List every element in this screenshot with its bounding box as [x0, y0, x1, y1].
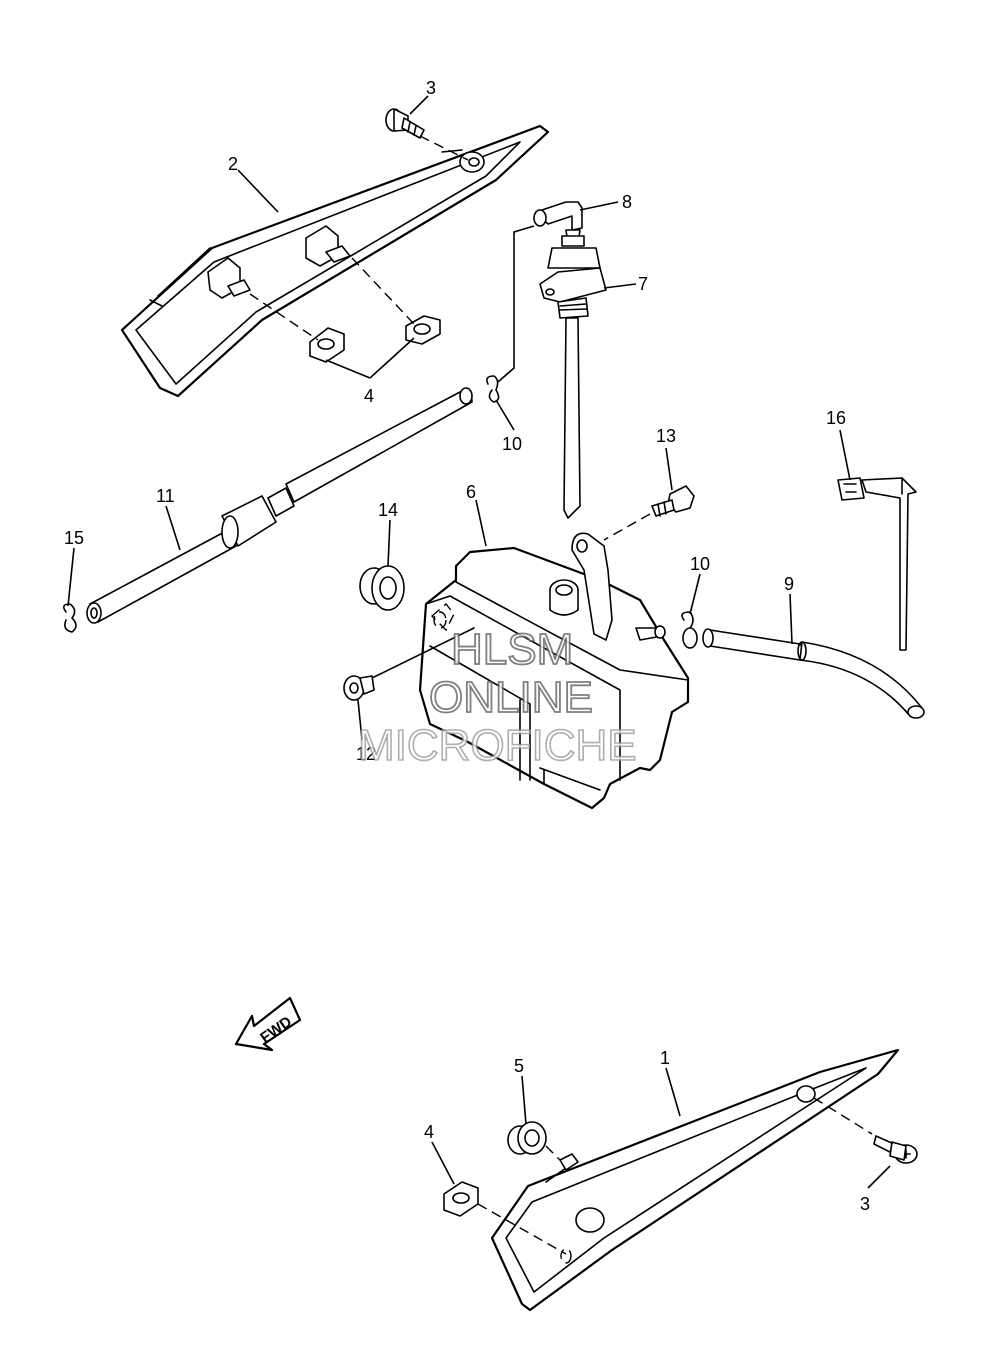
- callout-10-top: 10: [502, 434, 522, 454]
- callout-4-top: 4: [364, 386, 374, 406]
- callout-5: 5: [514, 1056, 524, 1076]
- callout-3-bottom: 3: [860, 1194, 870, 1214]
- guide-line-4a: [249, 293, 319, 341]
- callout-10-mid: 10: [690, 554, 710, 574]
- part-11-hose: [86, 387, 473, 624]
- part-16-holder: [837, 477, 917, 651]
- callout-16: 16: [826, 408, 846, 428]
- part-14-grommet: [359, 565, 405, 611]
- callout-8: 8: [622, 192, 632, 212]
- part-2-side-cover-upper: [120, 124, 550, 398]
- callout-3-top: 3: [426, 78, 436, 98]
- watermark-line-1: HLSM: [451, 625, 573, 674]
- fwd-arrow: FWD: [234, 996, 302, 1052]
- callout-13: 13: [656, 426, 676, 446]
- part-5-grommet: [507, 1121, 547, 1155]
- guide-line-13: [603, 513, 651, 541]
- guide-line-8-to-10: [497, 225, 535, 383]
- watermark-line-3: MICROFICHE: [358, 721, 637, 770]
- guide-line-4c: [477, 1203, 567, 1255]
- part-6-tank: [418, 532, 690, 810]
- callout-9: 9: [784, 574, 794, 594]
- guide-line-12-to-tank: [371, 627, 475, 679]
- part-3-screw-bottom: [873, 1135, 918, 1164]
- guide-line-3b: [813, 1097, 873, 1135]
- part-4-grommets-top: [309, 315, 441, 363]
- callout-2: 2: [228, 154, 238, 174]
- callout-11: 11: [156, 486, 175, 506]
- guide-line-3-to-2: [419, 135, 469, 161]
- callout-7: 7: [638, 274, 648, 294]
- callout-1: 1: [660, 1048, 670, 1068]
- part-9-hose: [702, 628, 925, 719]
- part-10-clip-top: [486, 375, 500, 403]
- callout-12: 12: [356, 744, 376, 764]
- part-13-bolt: [651, 485, 695, 517]
- part-15-clip: [62, 603, 77, 633]
- callout-15: 15: [64, 528, 84, 548]
- part-3-screw-top: [385, 108, 425, 139]
- part-4-grommet-bottom: [443, 1181, 479, 1217]
- callout-4-bottom: 4: [424, 1122, 434, 1142]
- part-1-side-cover-lower: [490, 1048, 900, 1312]
- part-10-clip-mid: [681, 611, 698, 649]
- callout-leaders-top: [67, 95, 851, 741]
- callout-14: 14: [378, 500, 398, 520]
- callouts: 3 2 8 7 4 10 13 16 11 6 14 15 10 9 12 1 …: [64, 78, 870, 1214]
- guide-line-5: [545, 1145, 561, 1161]
- guide-line-4b: [351, 257, 415, 325]
- callout-6: 6: [466, 482, 476, 502]
- part-12-damper: [343, 675, 375, 701]
- callout-leaders-bottom: [431, 1067, 891, 1189]
- watermark: HLSM ONLINE MICROFICHE: [357, 624, 637, 771]
- part-7-cap: [539, 235, 607, 519]
- watermark-line-2: ONLINE: [429, 673, 593, 722]
